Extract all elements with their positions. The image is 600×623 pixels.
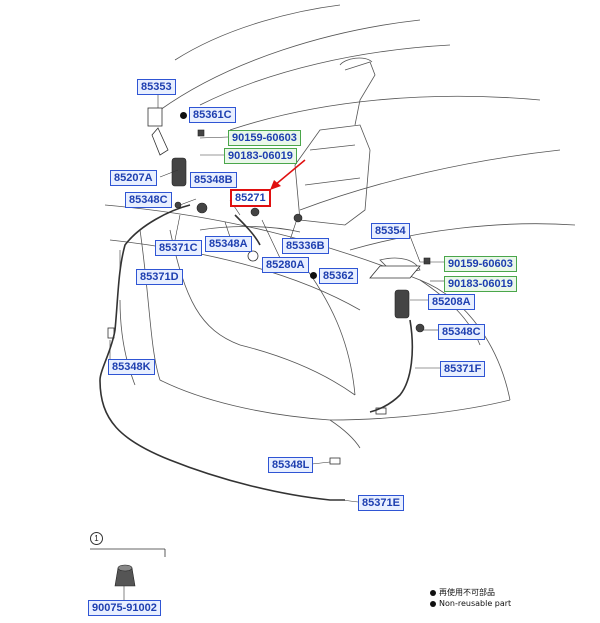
part-label-90183-06019-right[interactable]: 90183-06019 xyxy=(444,276,517,292)
highlight-arrow xyxy=(270,159,306,190)
part-label-85353[interactable]: 85353 xyxy=(137,79,176,95)
hose-clips xyxy=(107,327,387,465)
part-label-90075-91002[interactable]: 90075-91002 xyxy=(88,600,161,616)
vehicle-body-outline xyxy=(104,4,576,449)
reservoir-cap xyxy=(147,107,421,279)
legend-row-chinese: 再使用不可部品 xyxy=(430,587,495,598)
part-label-85207a[interactable]: 85207A xyxy=(110,170,157,186)
legend-english-text: Non-reusable part xyxy=(439,599,512,608)
part-label-85371c[interactable]: 85371C xyxy=(155,240,202,256)
part-label-90159-60603-right[interactable]: 90159-60603 xyxy=(444,256,517,272)
part-label-90183-06019-top[interactable]: 90183-06019 xyxy=(224,148,297,164)
washer-hoses xyxy=(99,204,414,501)
callout-number: 1 xyxy=(90,532,103,545)
part-label-85280a[interactable]: 85280A xyxy=(262,257,309,273)
part-label-85348l[interactable]: 85348L xyxy=(268,457,314,473)
part-label-85348a[interactable]: 85348A xyxy=(205,236,252,252)
part-label-85354[interactable]: 85354 xyxy=(371,223,410,239)
part-label-85271-highlighted[interactable]: 85271 xyxy=(230,189,271,207)
part-label-85208a[interactable]: 85208A xyxy=(428,294,475,310)
part-label-85348b[interactable]: 85348B xyxy=(190,172,237,188)
part-label-85361c[interactable]: 85361C xyxy=(189,107,236,123)
washer-nozzles xyxy=(171,129,431,333)
callout-box xyxy=(90,548,166,600)
legend-dot xyxy=(430,600,436,607)
part-label-90159-60603-top[interactable]: 90159-60603 xyxy=(228,130,301,146)
part-label-85348c-right[interactable]: 85348C xyxy=(438,324,485,340)
callout-circle-marker xyxy=(247,250,259,262)
non-reusable-dot xyxy=(180,112,187,119)
part-label-85371f[interactable]: 85371F xyxy=(440,361,486,377)
part-label-85371d[interactable]: 85371D xyxy=(136,269,183,285)
part-label-85336b[interactable]: 85336B xyxy=(282,238,329,254)
part-label-85362[interactable]: 85362 xyxy=(319,268,358,284)
part-label-85371e[interactable]: 85371E xyxy=(358,495,404,511)
legend-chinese-text: 再使用不可部品 xyxy=(439,588,495,597)
legend-dot xyxy=(430,589,436,596)
legend-row-english: Non-reusable part xyxy=(430,599,511,608)
part-label-85348c-left[interactable]: 85348C xyxy=(125,192,172,208)
part-label-85348k[interactable]: 85348K xyxy=(108,359,155,375)
non-reusable-dot xyxy=(310,272,317,279)
